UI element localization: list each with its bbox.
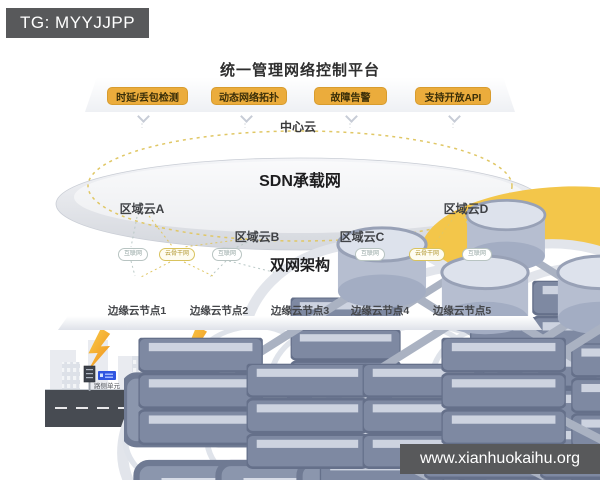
edge-node-label-2: 边缘云节点2 <box>189 305 249 317</box>
white-van <box>297 417 498 434</box>
roadside-unit-label: 路侧单元 <box>94 381 121 390</box>
center-cloud-label: 中心云 <box>279 120 317 134</box>
roadside-units: 路侧单元 路侧单元 路侧单元 <box>83 365 457 391</box>
diagram-title: 统一管理网络控制平台 <box>219 62 380 79</box>
roadside-unit-label: 路侧单元 <box>318 381 345 390</box>
red-car <box>237 396 454 434</box>
city-scene: 路侧单元 路侧单元 路侧单元 <box>45 326 600 434</box>
platform-button-topology: 动态网络拓扑 <box>211 87 287 105</box>
control-platform-slab: 时延/丢包检测 动态网络拓扑 故障告警 支持开放API <box>85 77 515 112</box>
platform-button-open-api: 支持开放API <box>415 87 491 105</box>
wifi-icon <box>413 339 535 434</box>
edge-node-label-4: 边缘云节点4 <box>350 305 410 317</box>
platform-button-fault-alarm: 故障告警 <box>314 87 387 105</box>
internet-pill: 互联网 <box>117 248 149 261</box>
internet-pill: 互联网 <box>461 248 493 261</box>
edge-node-label-5: 边缘云节点5 <box>432 305 492 317</box>
edge-platform-slab <box>58 316 542 330</box>
curb <box>45 389 478 391</box>
lightning-icons <box>85 326 427 379</box>
sdn-network-label: SDN承载网 <box>259 173 341 190</box>
chevron-down-icon <box>345 110 358 123</box>
cloud-backbone-pill: 云骨干网 <box>158 248 196 261</box>
server-cluster-icon-a <box>138 228 600 480</box>
blue-car <box>393 394 600 434</box>
internet-pill: 互联网 <box>354 248 386 261</box>
platform-button-delay-detect: 时延/丢包检测 <box>107 87 188 105</box>
road <box>45 390 478 427</box>
edge-node-label-3: 边缘云节点3 <box>270 305 330 317</box>
regional-cloud-label-c: 区域云C <box>339 230 385 244</box>
tg-badge: TG: MYYJJPP <box>6 8 150 38</box>
regional-cloud-label-a: 区域云A <box>119 202 165 216</box>
edge-node-label-1: 边缘云节点1 <box>107 305 167 317</box>
regional-cloud-label-d: 区域云D <box>443 202 489 216</box>
dual-network-label: 双网架构 <box>269 257 331 274</box>
roadside-unit-label: 路侧单元 <box>430 381 457 390</box>
chevron-down-icon <box>448 110 461 123</box>
cloud-backbone-pill: 云骨干网 <box>408 248 446 261</box>
chevron-down-icon <box>137 110 150 123</box>
near-buildings <box>62 354 470 390</box>
server-cluster-icon-d <box>441 228 600 480</box>
watermark-bar: www.xianhuokaihu.org <box>400 444 600 474</box>
regional-cloud-label-b: 区域云B <box>234 230 280 244</box>
internet-pill: 互联网 <box>211 248 243 261</box>
center-server-cluster-icon <box>291 200 600 464</box>
roadside-unit-label: 路侧单元 <box>207 381 234 390</box>
far-buildings <box>50 334 470 390</box>
tree-icons <box>280 374 600 434</box>
center-cloud <box>274 186 600 377</box>
chevron-down-icon <box>240 110 253 123</box>
teal-car <box>507 410 600 434</box>
